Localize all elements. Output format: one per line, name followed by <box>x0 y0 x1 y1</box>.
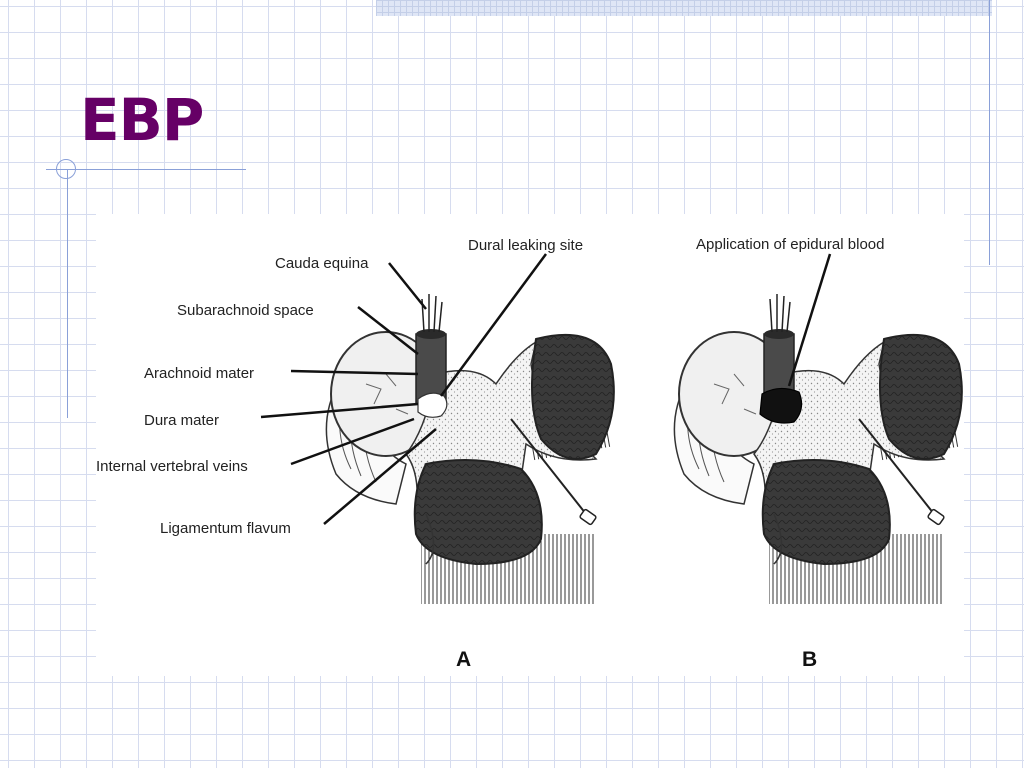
label-ligamentum-flavum: Ligamentum flavum <box>160 520 291 537</box>
label-application-epidural-blood: Application of epidural blood <box>696 236 885 253</box>
label-subarachnoid-space: Subarachnoid space <box>177 302 314 319</box>
decorative-circle-icon <box>56 159 76 179</box>
decorative-rule-horizontal <box>46 169 246 170</box>
spine-diagram-figure: Cauda equina Subarachnoid space Arachnoi… <box>96 214 964 676</box>
panel-a-illustration <box>260 253 615 605</box>
top-decorative-band <box>376 0 992 16</box>
spine-cross-section-illustration <box>260 253 963 605</box>
decorative-rule-vertical-right <box>989 0 990 265</box>
panel-b-illustration <box>673 253 963 605</box>
label-dural-leaking-site: Dural leaking site <box>468 237 584 254</box>
label-cauda-equina: Cauda equina <box>275 255 369 272</box>
label-dura-mater: Dura mater <box>144 412 220 429</box>
decorative-rule-vertical-left <box>67 170 68 418</box>
panel-label-a: A <box>456 648 472 671</box>
label-arachnoid-mater: Arachnoid mater <box>144 365 255 382</box>
panel-label-b: B <box>802 648 818 671</box>
slide-title: EBP <box>80 86 204 154</box>
label-internal-vertebral-veins: Internal vertebral veins <box>96 458 248 475</box>
